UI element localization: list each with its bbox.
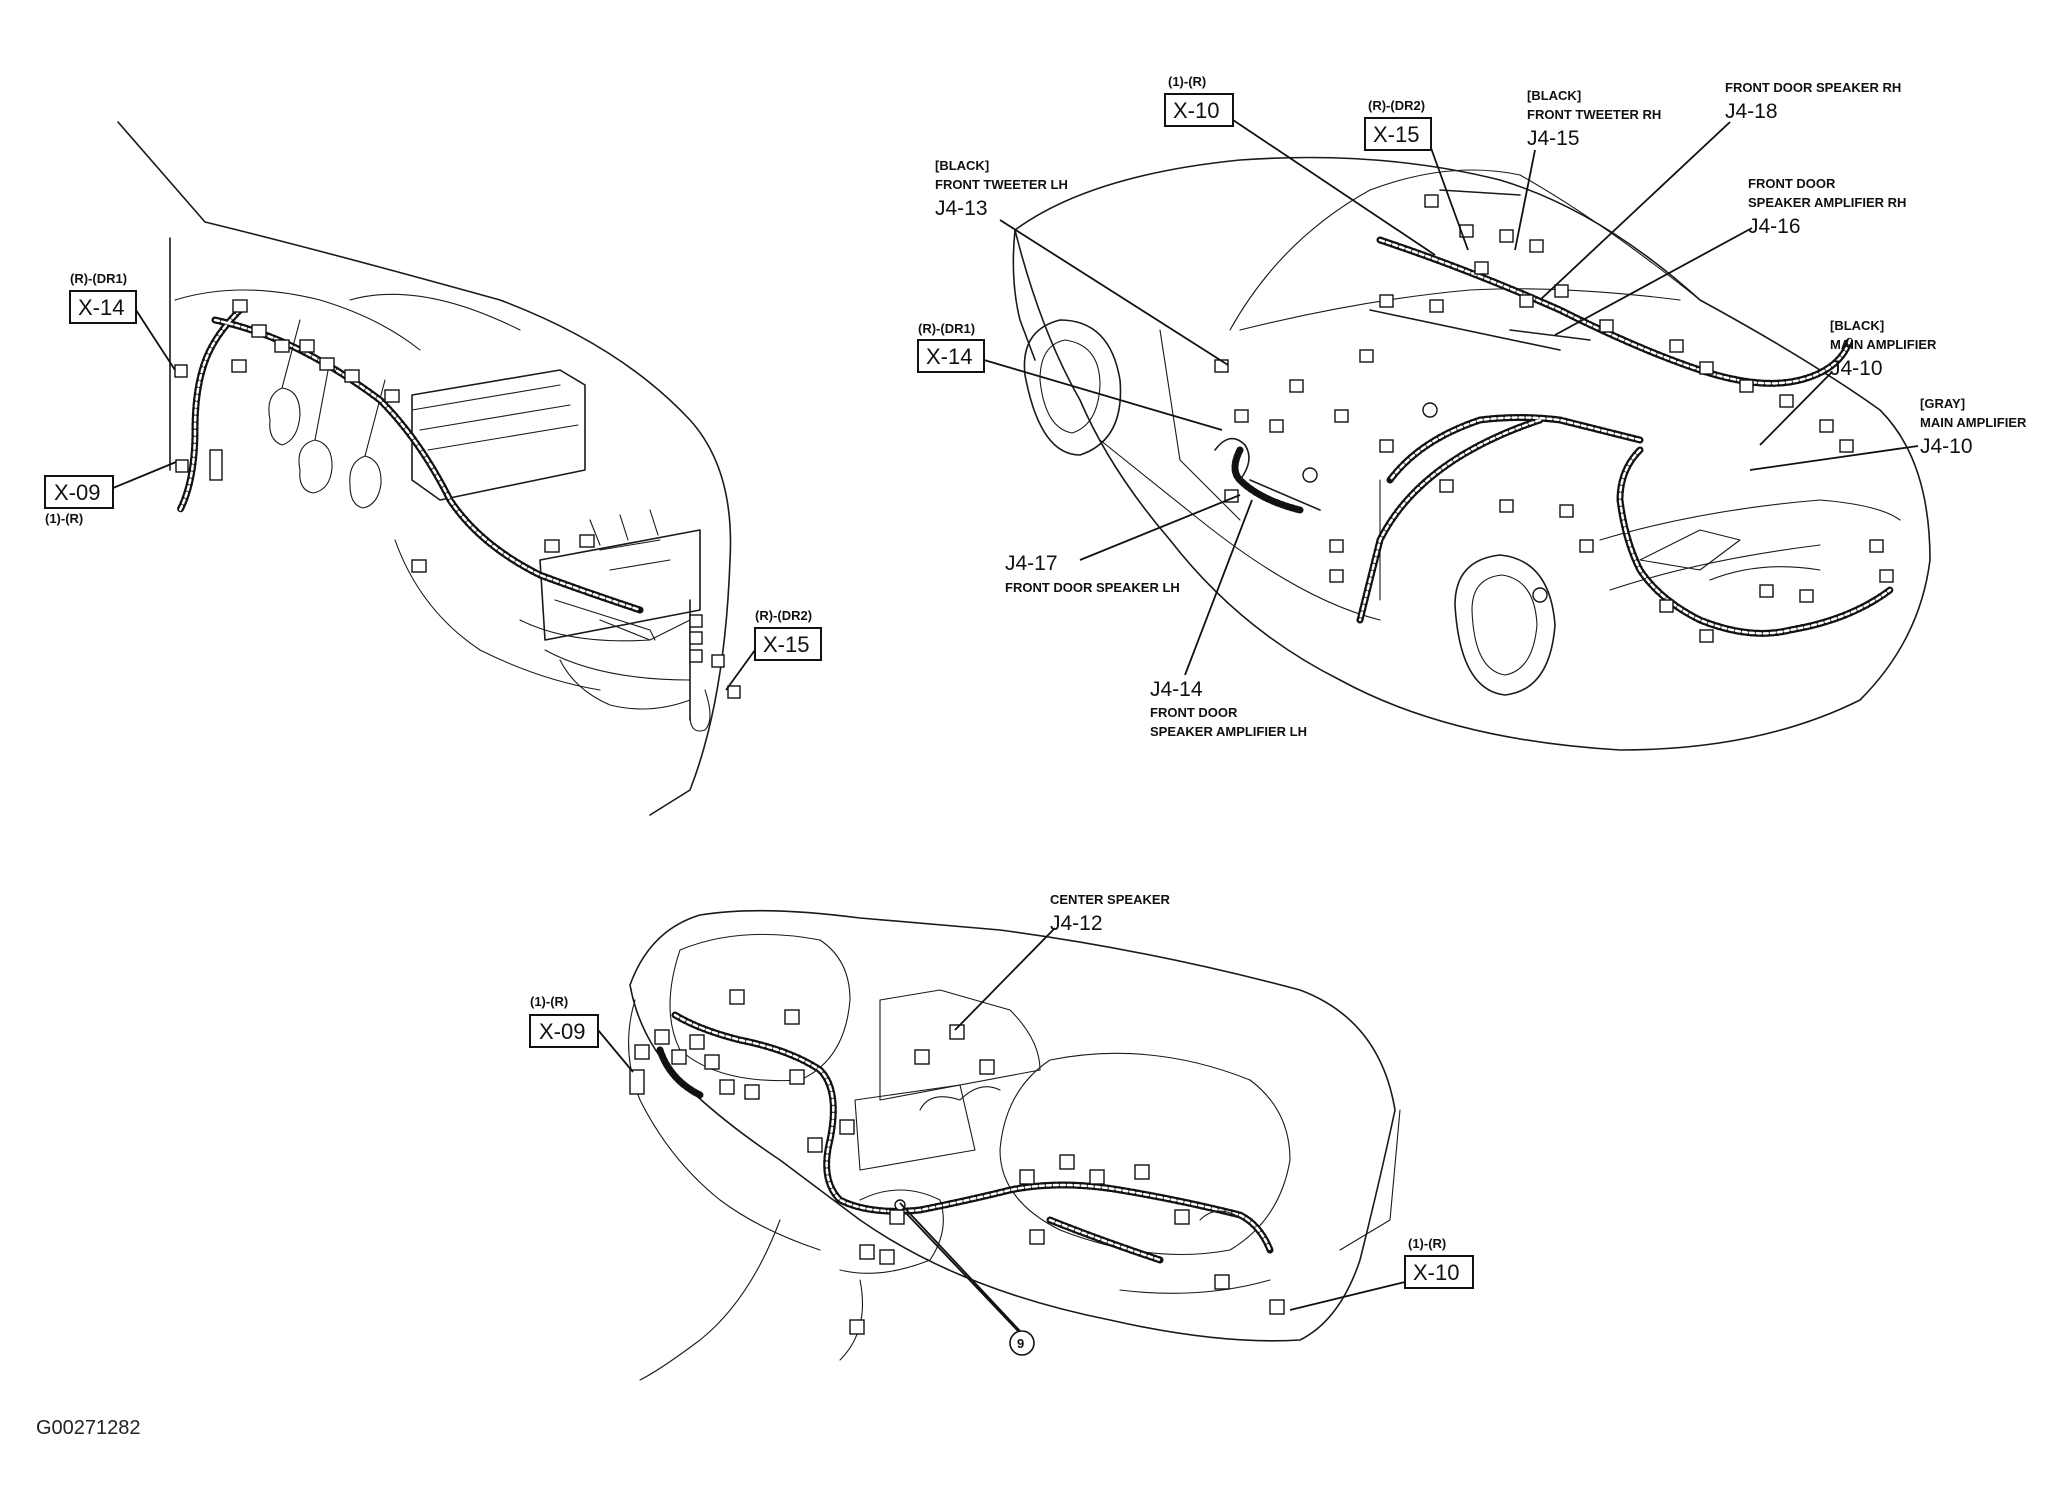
door-amp-lh-name-1: FRONT DOOR <box>1150 705 1238 720</box>
dash-x09-code: X-09 <box>539 1019 585 1044</box>
tweeter-rh-color: [BLACK] <box>1527 88 1581 103</box>
left-x15-label: (R)-(DR2) X-15 <box>725 608 822 691</box>
tweeter-lh-color: [BLACK] <box>935 158 989 173</box>
left-x15-pin: (R)-(DR2) <box>755 608 812 623</box>
dash-x09-label: (1)-(R) X-09 <box>529 994 634 1073</box>
dash-view-illustration <box>628 909 1401 1381</box>
car-x14-label: (R)-(DR1) X-14 <box>917 321 1223 431</box>
tweeter-rh-code: J4-15 <box>1527 127 1580 150</box>
left-x14-code: X-14 <box>78 295 124 320</box>
car-door-amp-rh-label: FRONT DOOR SPEAKER AMPLIFIER RH J4-16 <box>1554 176 1906 336</box>
main-amp-gray-code: J4-10 <box>1920 435 1973 458</box>
car-x14-pin: (R)-(DR1) <box>918 321 975 336</box>
left-view-illustration <box>117 121 741 816</box>
car-door-spk-lh-label: J4-17 FRONT DOOR SPEAKER LH <box>1005 494 1241 595</box>
dash-x10-label: (1)-(R) X-10 <box>1289 1236 1474 1311</box>
dash-center-spk-label: CENTER SPEAKER J4-12 <box>954 892 1171 1031</box>
center-spk-name: CENTER SPEAKER <box>1050 892 1171 907</box>
left-x09-code: X-09 <box>54 480 100 505</box>
dash-x10-pin: (1)-(R) <box>1408 1236 1446 1251</box>
car-x15-code: X-15 <box>1373 122 1419 147</box>
main-amp-black-color: [BLACK] <box>1830 318 1884 333</box>
dash-x09-pin: (1)-(R) <box>530 994 568 1009</box>
door-spk-rh-name: FRONT DOOR SPEAKER RH <box>1725 80 1901 95</box>
figure-id: G00271282 <box>36 1417 141 1439</box>
car-view-illustration <box>1012 156 1931 751</box>
car-tweeter-rh-label: [BLACK] FRONT TWEETER RH J4-15 <box>1514 88 1661 251</box>
car-door-amp-lh-label: J4-14 FRONT DOOR SPEAKER AMPLIFIER LH <box>1150 499 1307 739</box>
car-x15-label: (R)-(DR2) X-15 <box>1364 98 1469 251</box>
center-spk-code: J4-12 <box>1050 912 1103 935</box>
ground-label: 9 <box>1017 1336 1024 1351</box>
car-x15-pin: (R)-(DR2) <box>1368 98 1425 113</box>
dash-x10-code: X-10 <box>1413 1260 1459 1285</box>
car-x10-label: (1)-(R) X-10 <box>1164 74 1436 256</box>
car-x14-code: X-14 <box>926 344 972 369</box>
main-amp-black-name: MAIN AMPLIFIER <box>1830 337 1937 352</box>
car-tweeter-lh-label: [BLACK] FRONT TWEETER LH J4-13 <box>935 158 1229 366</box>
door-spk-rh-code: J4-18 <box>1725 100 1778 123</box>
door-spk-lh-code: J4-17 <box>1005 552 1058 575</box>
door-amp-lh-name-2: SPEAKER AMPLIFIER LH <box>1150 724 1307 739</box>
tweeter-rh-name: FRONT TWEETER RH <box>1527 107 1661 122</box>
left-x09-label: X-09 (1)-(R) <box>44 461 177 526</box>
main-amp-gray-name: MAIN AMPLIFIER <box>1920 415 2027 430</box>
door-amp-rh-code: J4-16 <box>1748 215 1801 238</box>
door-spk-lh-name: FRONT DOOR SPEAKER LH <box>1005 580 1180 595</box>
left-x15-code: X-15 <box>763 632 809 657</box>
car-x10-pin: (1)-(R) <box>1168 74 1206 89</box>
door-amp-lh-code: J4-14 <box>1150 678 1203 701</box>
car-main-amp-black-label: [BLACK] MAIN AMPLIFIER J4-10 <box>1759 318 1937 446</box>
main-amp-gray-color: [GRAY] <box>1920 396 1965 411</box>
car-main-amp-gray-label: [GRAY] MAIN AMPLIFIER J4-10 <box>1749 396 2027 471</box>
tweeter-lh-name: FRONT TWEETER LH <box>935 177 1068 192</box>
left-x14-label: (R)-(DR1) X-14 <box>69 271 176 371</box>
door-amp-rh-name-2: SPEAKER AMPLIFIER RH <box>1748 195 1906 210</box>
car-x10-code: X-10 <box>1173 98 1219 123</box>
left-x09-pin: (1)-(R) <box>45 511 83 526</box>
car-door-spk-rh-label: FRONT DOOR SPEAKER RH J4-18 <box>1539 80 1901 301</box>
left-x14-pin: (R)-(DR1) <box>70 271 127 286</box>
dash-ground-marker: 9 <box>899 1202 1035 1356</box>
tweeter-lh-code: J4-13 <box>935 197 988 220</box>
door-amp-rh-name-1: FRONT DOOR <box>1748 176 1836 191</box>
main-amp-black-code: J4-10 <box>1830 357 1883 380</box>
